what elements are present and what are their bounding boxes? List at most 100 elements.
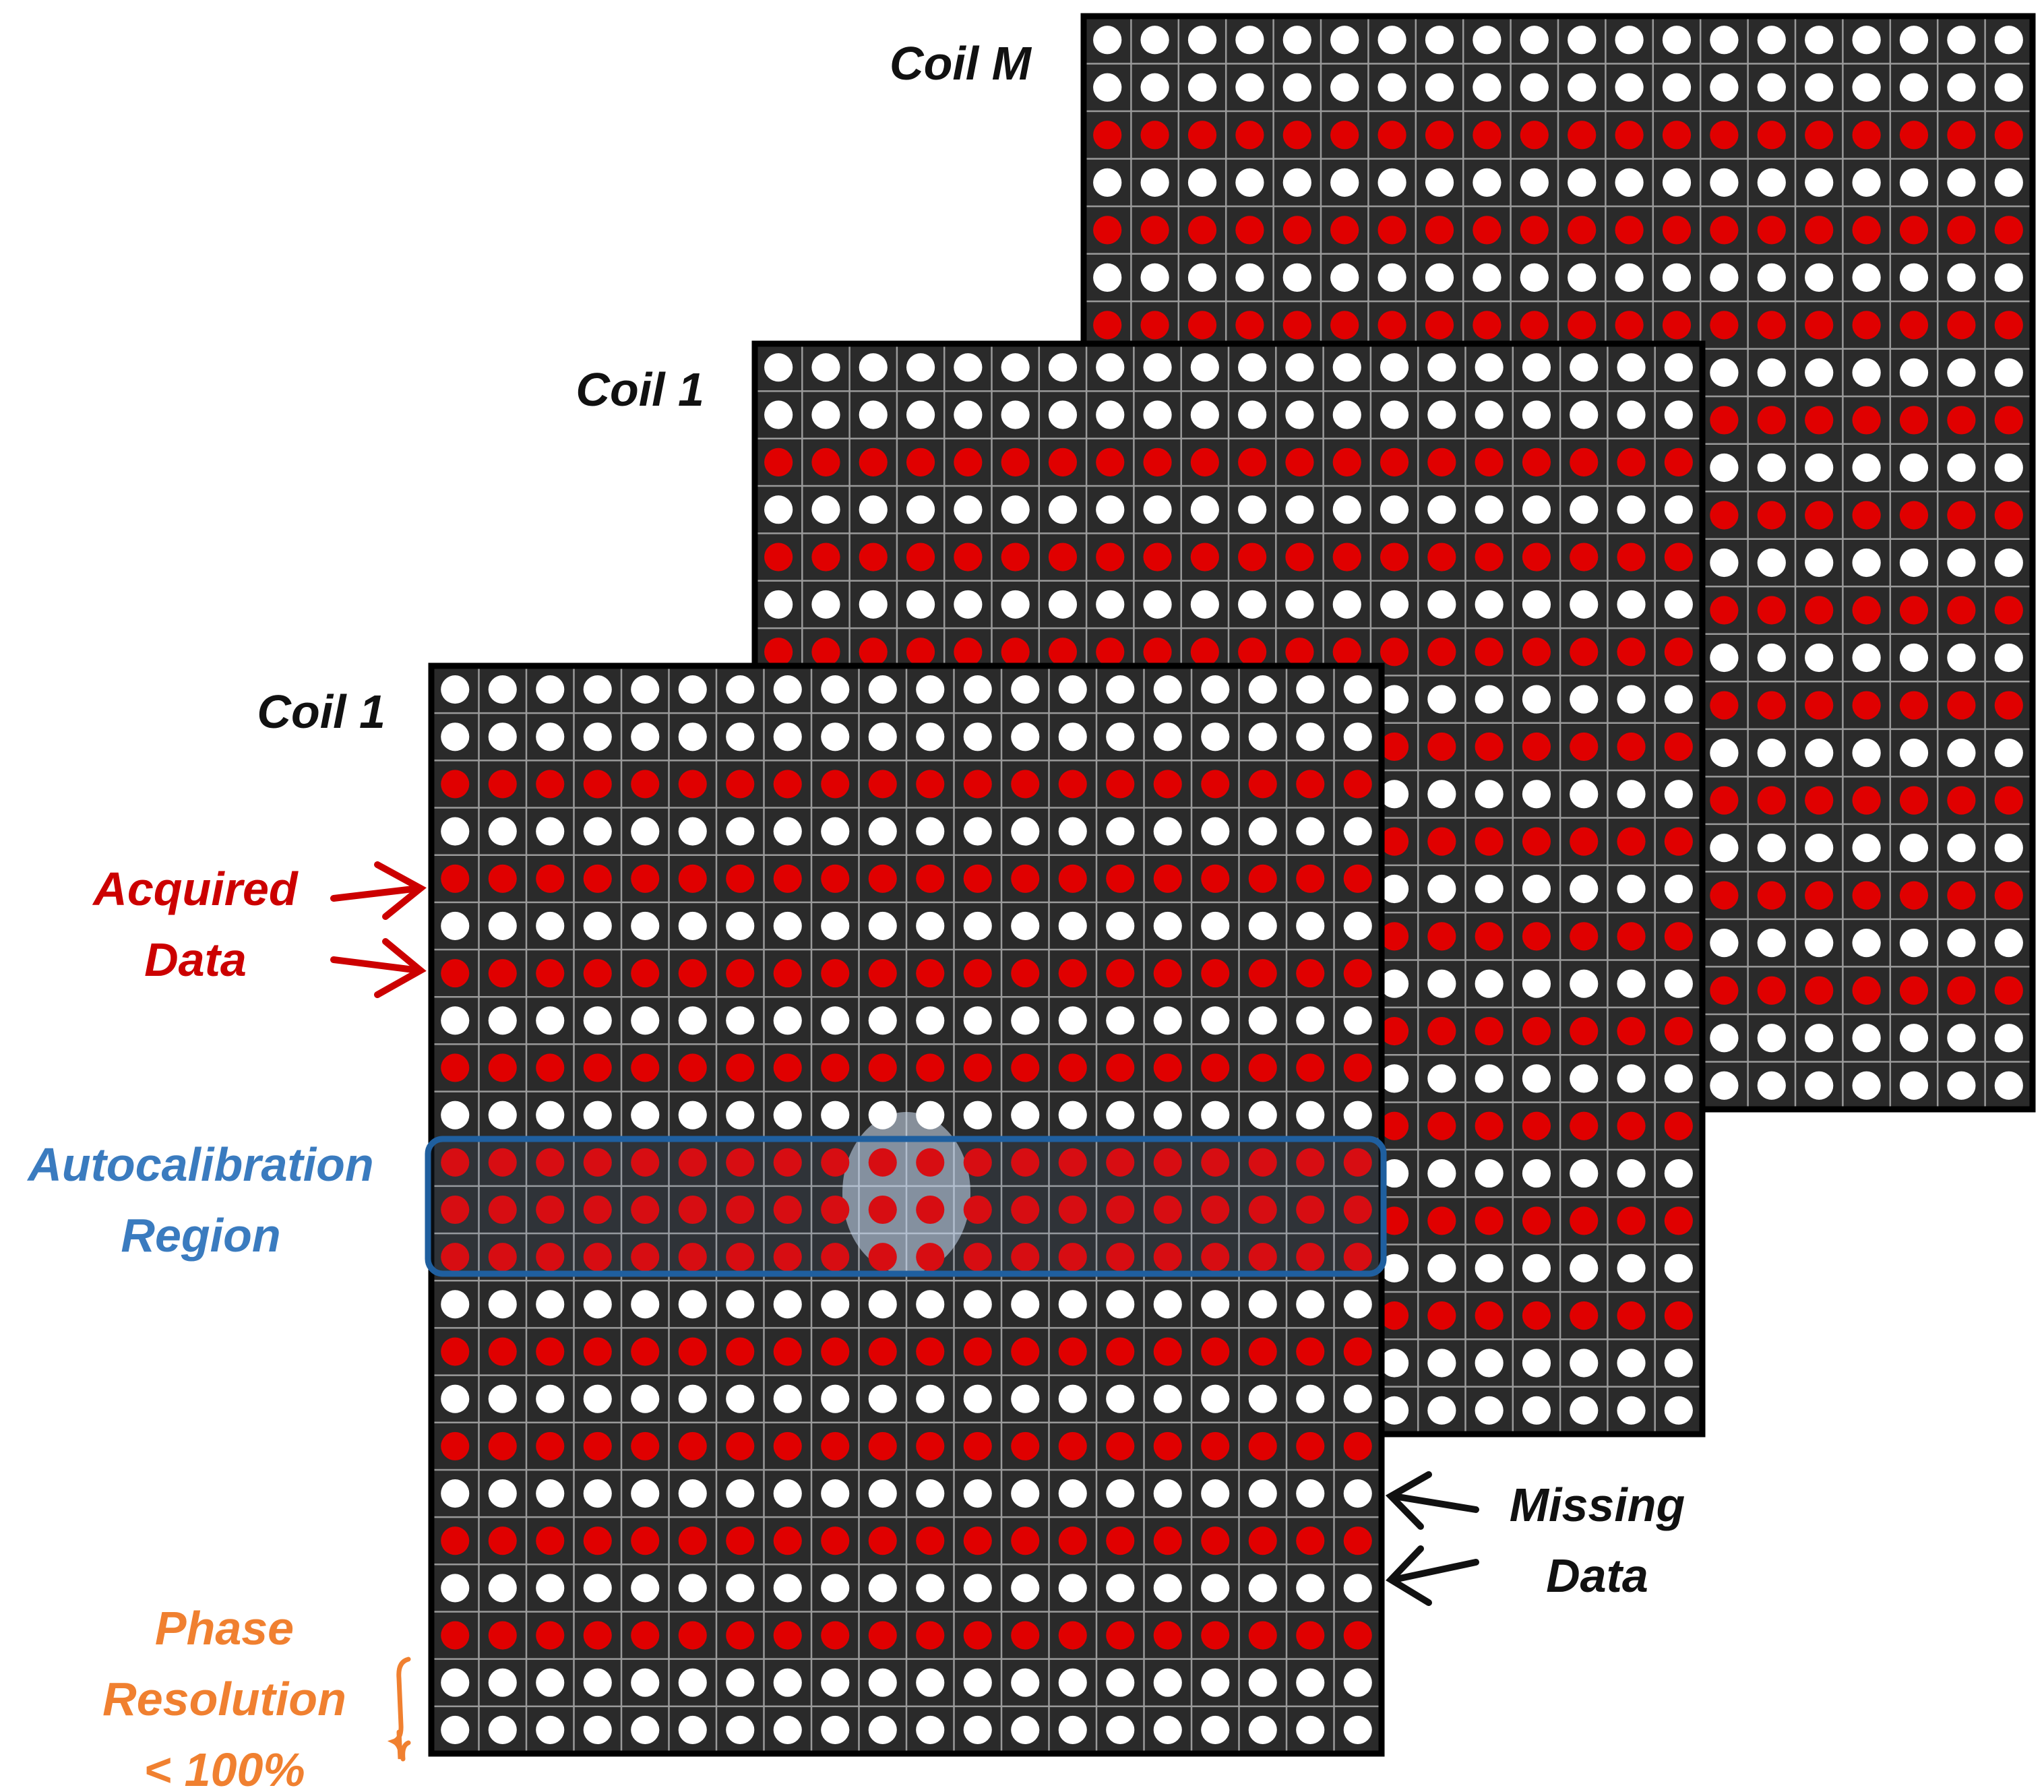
missing-sample-dot	[1238, 400, 1267, 429]
missing-sample-dot	[1248, 1715, 1277, 1744]
missing-sample-dot	[536, 817, 565, 846]
missing-sample-dot	[1664, 590, 1693, 619]
missing-sample-dot	[1096, 400, 1125, 429]
missing-sample-dot	[963, 1006, 992, 1035]
acquired-sample-dot	[859, 543, 888, 571]
missing-sample-dot	[1330, 73, 1359, 102]
missing-sample-dot	[1282, 73, 1311, 102]
missing-sample-dot	[916, 675, 945, 704]
missing-sample-dot	[441, 1479, 470, 1508]
acquired-sample-dot	[726, 1431, 755, 1460]
missing-sample-dot	[963, 911, 992, 941]
missing-sample-dot	[868, 817, 897, 846]
acquired-sample-dot	[1058, 1337, 1087, 1366]
acquired-sample-dot	[1568, 121, 1597, 150]
acquired-sample-dot	[1106, 770, 1135, 799]
missing-sample-dot	[1332, 353, 1361, 382]
missing-sample-dot	[1093, 168, 1122, 197]
missing-sample-dot	[1048, 590, 1078, 619]
acquired-sample-dot	[1852, 786, 1881, 815]
acquired-sample-dot	[1153, 1243, 1182, 1272]
missing-sample-dot	[1615, 73, 1644, 102]
missing-sample-dot	[859, 590, 888, 619]
acquired-sample-dot	[773, 1148, 802, 1177]
missing-sample-dot	[1427, 400, 1456, 429]
missing-sample-dot	[1011, 1715, 1040, 1744]
missing-sample-dot	[963, 1574, 992, 1603]
missing-sample-dot	[488, 911, 517, 941]
missing-sample-dot	[631, 1101, 660, 1130]
missing-sample-dot	[1852, 73, 1881, 102]
missing-sample-dot	[678, 817, 707, 846]
acquired-sample-dot	[1058, 1195, 1087, 1225]
acquired-sample-dot	[488, 1431, 517, 1460]
acquired-sample-dot	[1285, 447, 1314, 476]
acquired-sample-dot	[1852, 501, 1881, 530]
missing-sample-dot	[1153, 722, 1182, 751]
acquired-sample-dot	[1852, 311, 1881, 340]
missing-sample-dot	[821, 1290, 850, 1319]
missing-sample-dot	[773, 1101, 802, 1130]
missing-sample-dot	[1664, 969, 1693, 998]
acquired-sample-dot	[1380, 827, 1409, 856]
missing-sample-dot	[1899, 73, 1929, 102]
missing-sample-dot	[1522, 400, 1551, 429]
missing-sample-dot	[488, 722, 517, 751]
missing-sample-dot	[1427, 1349, 1456, 1378]
acquired-sample-dot	[1852, 121, 1881, 150]
acquired-sample-dot	[488, 1621, 517, 1650]
missing-sample-dot	[488, 1290, 517, 1319]
coil-1-front-label: Coil 1	[257, 685, 385, 738]
missing-sample-dot	[963, 1384, 992, 1413]
missing-sample-dot	[1332, 590, 1361, 619]
acquired-sample-dot	[1947, 596, 1976, 625]
missing-sample-dot	[1330, 26, 1359, 55]
acquired-sample-dot	[1994, 311, 2023, 340]
acquired-sample-dot	[678, 864, 707, 893]
acquired-sample-dot	[678, 1621, 707, 1650]
acquired-sample-dot	[536, 864, 565, 893]
missing-sample-dot	[1248, 722, 1277, 751]
missing-sample-dot	[963, 1290, 992, 1319]
missing-sample-dot	[583, 1715, 612, 1744]
acquired-sample-dot	[1994, 881, 2023, 910]
missing-sample-dot	[1011, 1668, 1040, 1697]
missing-sample-dot	[916, 911, 945, 941]
missing-sample-dot	[1899, 358, 1929, 388]
missing-sample-dot	[1058, 1006, 1087, 1035]
acquired-sample-dot	[1153, 959, 1182, 988]
acquired-sample-dot	[1343, 1621, 1372, 1650]
acquired-sample-dot	[1664, 447, 1693, 476]
missing-sample-dot	[1380, 495, 1409, 524]
missing-sample-dot	[1899, 738, 1929, 768]
missing-sample-dot	[441, 1715, 470, 1744]
missing-sample-dot	[1522, 1349, 1551, 1378]
missing-sample-dot	[1710, 263, 1739, 292]
acquired-sample-dot	[1343, 1243, 1372, 1272]
acquired-sample-dot	[1201, 1337, 1230, 1366]
acquired-sample-dot	[1617, 1301, 1646, 1330]
missing-sample-dot	[1475, 780, 1504, 809]
acquired-sample-dot	[963, 1621, 992, 1650]
missing-sample-dot	[1473, 73, 1501, 102]
acquired-sample-dot	[916, 1621, 945, 1650]
missing-sample-dot	[1248, 1668, 1277, 1697]
missing-sample-dot	[1994, 738, 2023, 768]
missing-sample-dot	[1427, 780, 1456, 809]
acquired-data-label-line2: Data	[144, 933, 247, 986]
missing-sample-dot	[821, 1006, 850, 1035]
acquired-sample-dot	[1011, 1148, 1040, 1177]
missing-sample-dot	[1757, 73, 1786, 102]
missing-sample-dot	[1282, 263, 1311, 292]
missing-sample-dot	[583, 1006, 612, 1035]
missing-sample-dot	[1190, 590, 1219, 619]
missing-sample-dot	[1568, 168, 1597, 197]
acquired-sample-dot	[1475, 732, 1504, 762]
missing-sample-dot	[1662, 73, 1692, 102]
missing-sample-dot	[1285, 353, 1314, 382]
missing-sample-dot	[1899, 929, 1929, 958]
acquired-sample-dot	[1106, 1431, 1135, 1460]
missing-sample-dot	[1106, 1574, 1135, 1603]
missing-sample-dot	[963, 817, 992, 846]
missing-sample-dot	[1282, 26, 1311, 55]
